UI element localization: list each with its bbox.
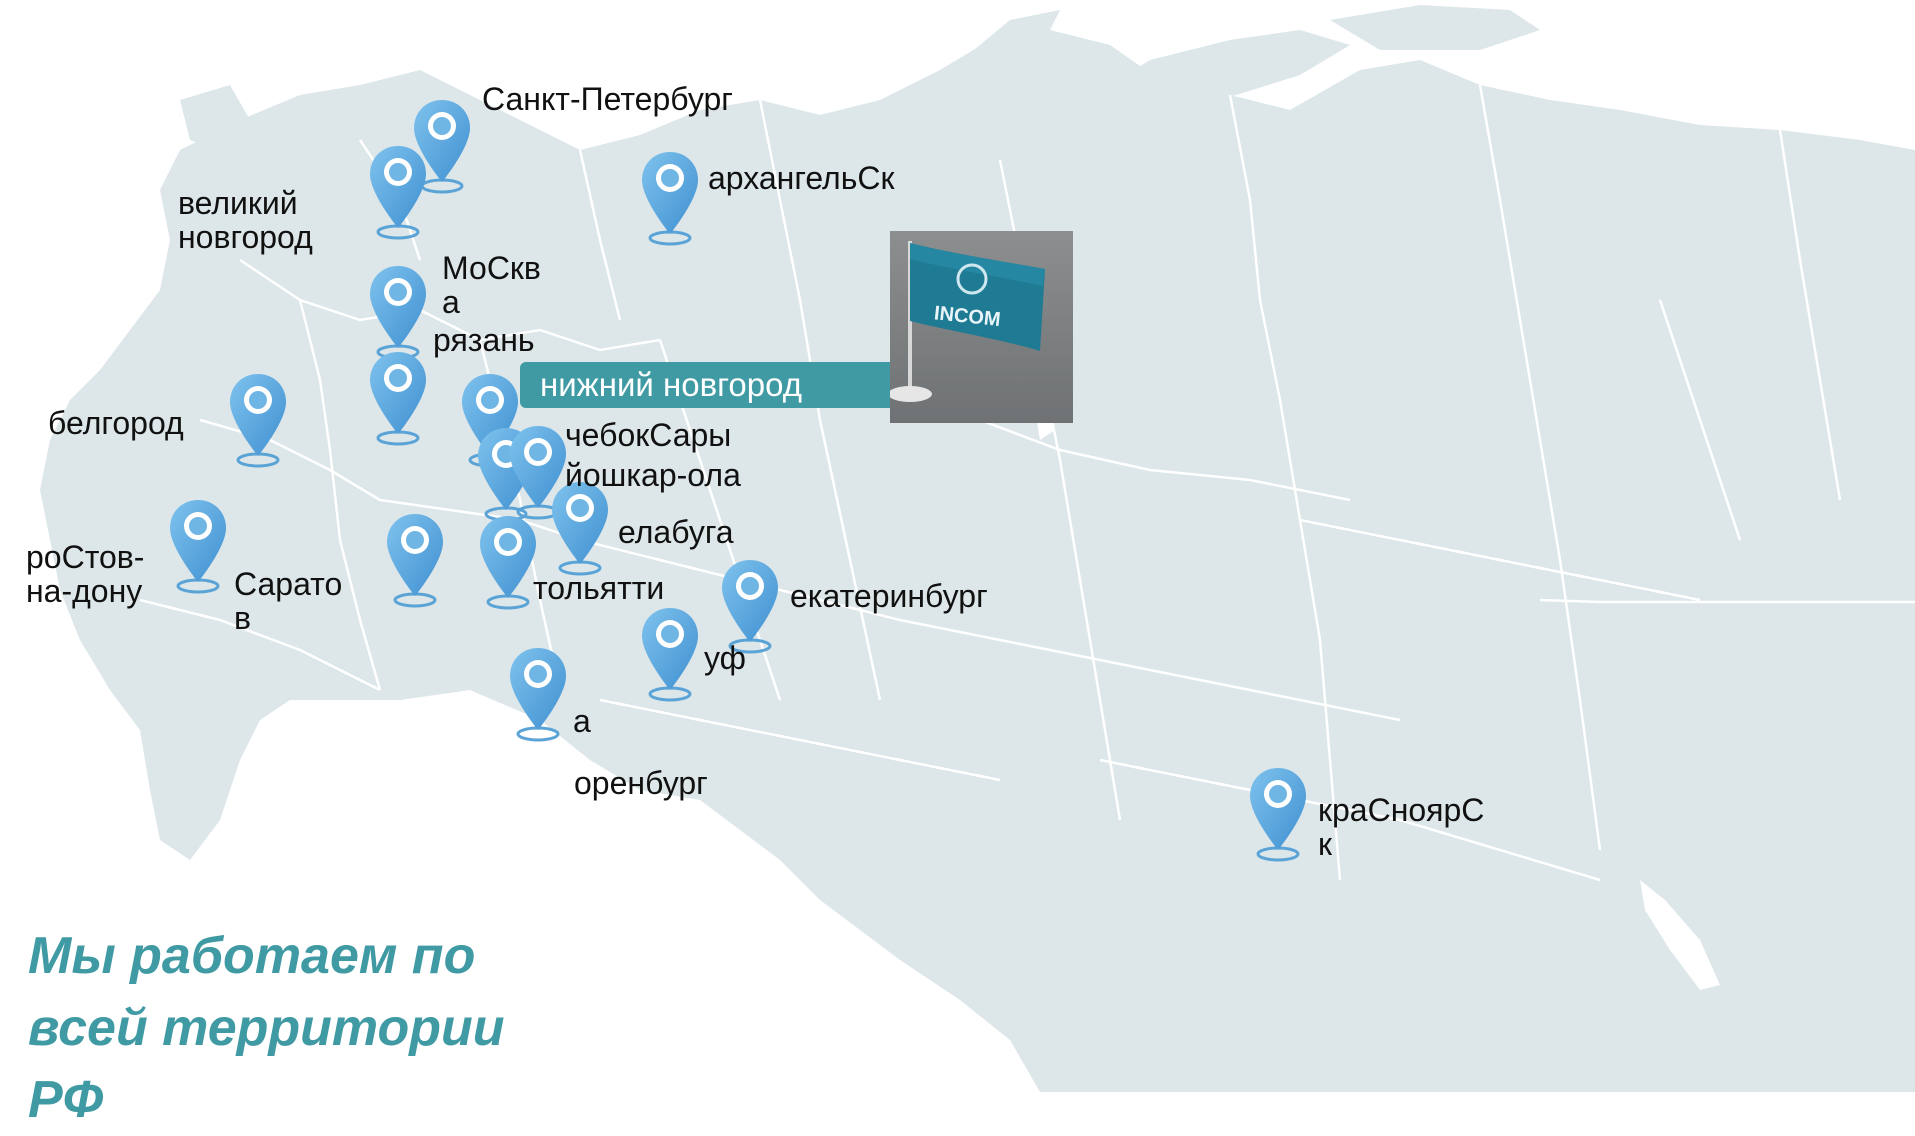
city-label-saratov: Сарато в (234, 566, 343, 636)
city-label-cheboksary: чебокСары (565, 417, 732, 453)
map-pin-icon[interactable] (640, 148, 704, 248)
city-label-ekaterinburg: екатеринбург (790, 578, 988, 614)
tagline: Мы работаем по всей территории РФ (28, 927, 505, 1129)
city-label-rostov: роСтов- на-дону (26, 539, 145, 609)
headquarters-flag-image: INCOM (888, 231, 1073, 423)
city-label-arkhangelsk: архангельСк (708, 160, 895, 196)
map-pin-icon[interactable] (720, 556, 784, 656)
map-pin-icon[interactable] (228, 370, 292, 470)
city-label-krasnoyarsk: краСноярС к (1318, 792, 1485, 862)
russia-landmass (40, 5, 1915, 1092)
city-label-ryazan: рязань (433, 322, 535, 358)
city-label-orenburg: оренбург (574, 765, 708, 801)
map-pin-icon[interactable] (508, 644, 572, 744)
incom-flag-icon: INCOM (888, 241, 1045, 402)
map-pin-icon[interactable] (1248, 764, 1312, 864)
map-pin-icon[interactable] (368, 262, 432, 362)
city-label-elabuga: елабуга (618, 514, 734, 550)
map-pin-icon[interactable] (168, 496, 232, 596)
map-pin-icon[interactable] (368, 142, 432, 242)
city-label-belgorod: белгород (48, 405, 184, 441)
city-label-yoshkar-ola: йошкар-ола (565, 457, 741, 493)
city-label-moscow: МоСкв а (442, 250, 541, 320)
city-label-saint-petersburg: Санкт-Петербург (482, 81, 733, 117)
city-label-samara: а (573, 703, 591, 739)
map-pin-icon[interactable] (640, 604, 704, 704)
headquarters-label: нижний новгород (540, 366, 803, 403)
map-pin-icon[interactable] (368, 348, 432, 448)
city-label-velikiy-novgorod: великий новгород (178, 185, 313, 255)
map-pin-icon[interactable] (385, 510, 449, 610)
map-pin-icon[interactable] (508, 422, 572, 522)
map-pin-icon[interactable] (412, 96, 476, 196)
map-pin-icon[interactable] (550, 478, 614, 578)
map-pin-icon[interactable] (478, 512, 542, 612)
city-label-tolyatti: тольятти (533, 570, 665, 606)
city-label-ufa: уф (704, 640, 746, 676)
